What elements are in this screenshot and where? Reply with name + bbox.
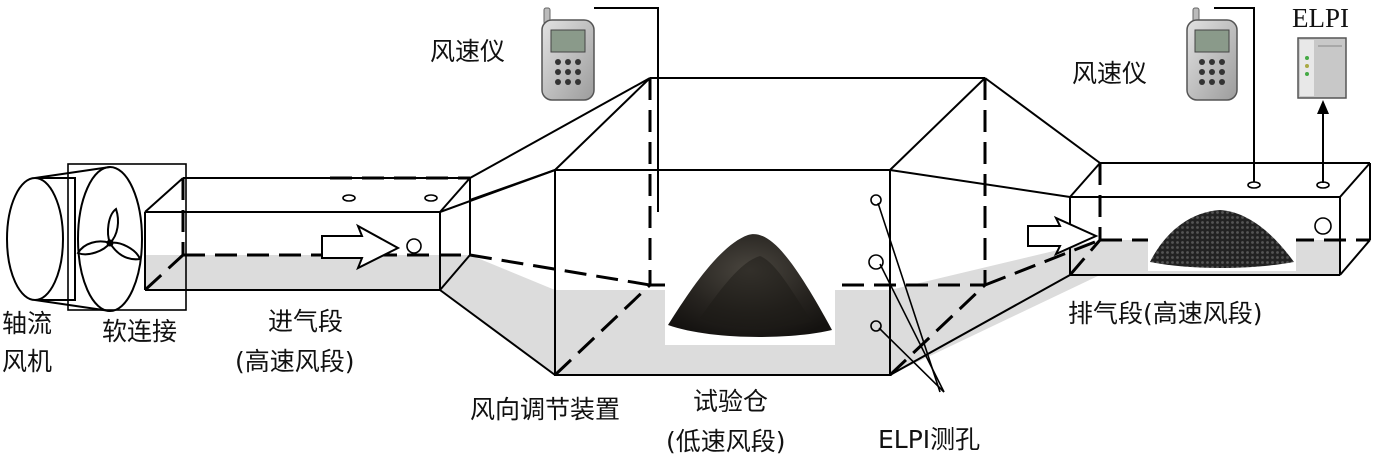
test-chamber-label-line1: 试验仓 xyxy=(693,387,768,416)
elpi-hole-pointer-2 xyxy=(879,263,945,393)
anemometer-left-label: 风速仪 xyxy=(430,37,505,66)
airflow-arrow-outlet-icon xyxy=(1027,215,1099,257)
fan-frame xyxy=(67,163,187,311)
inlet-label-line2: (高速风段) xyxy=(235,347,355,376)
test-chamber-label-line2: (低速风段) xyxy=(666,427,786,456)
axial-fan-icon xyxy=(6,166,143,312)
fan-label-line2: 风机 xyxy=(2,347,52,376)
elpi-arrow-icon xyxy=(1317,100,1329,114)
anemometer-handheld-icon xyxy=(541,7,595,101)
elpi-instrument-icon xyxy=(1297,37,1347,99)
outlet-label: 排气段(高速风段) xyxy=(1068,299,1263,328)
elpi-holes-label: ELPI测孔 xyxy=(878,425,980,454)
elpi-hole-pointer-1 xyxy=(877,202,941,393)
inlet-label-line1: 进气段 xyxy=(268,307,343,336)
anemometer-right-probe-line xyxy=(1214,7,1255,182)
elpi-device-label: ELPI xyxy=(1292,3,1349,33)
contraction-section xyxy=(889,77,1101,376)
airflow-arrow-icon xyxy=(321,223,401,271)
diffuser-section xyxy=(439,77,651,376)
anemometer-right-icon xyxy=(1186,7,1238,101)
anemometer-probe-line xyxy=(594,7,659,212)
anemometer-right-label: 风速仪 xyxy=(1072,59,1147,88)
fan-label-line1: 轴流 xyxy=(2,309,52,338)
dust-pile-icon xyxy=(665,225,835,345)
soft-connection-label: 软连接 xyxy=(102,317,177,346)
elpi-hole-pointer-3 xyxy=(878,327,945,393)
direction-device-label: 风向调节装置 xyxy=(470,395,620,424)
dust-pile-small-icon xyxy=(1148,205,1296,271)
